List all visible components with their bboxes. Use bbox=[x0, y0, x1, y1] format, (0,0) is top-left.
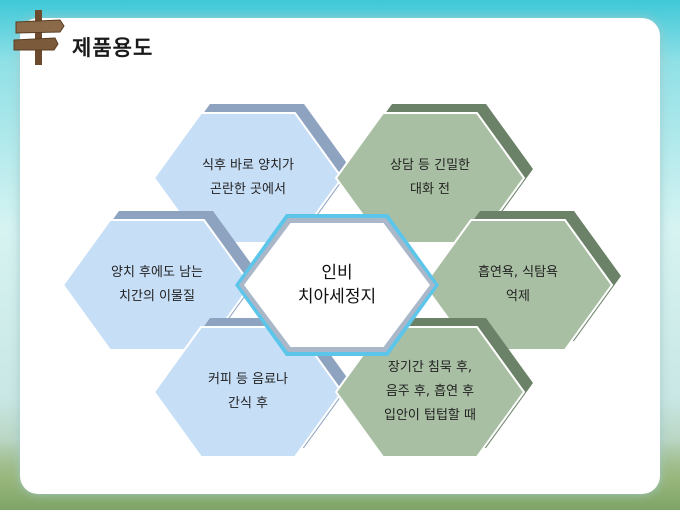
hexagon-bottom-right bbox=[334, 318, 533, 458]
hexagon-label-mid-right-line: 억제 bbox=[506, 289, 530, 304]
slide-title: 제품용도 bbox=[72, 36, 154, 60]
hexagon-label-bottom-left-line: 간식 후 bbox=[227, 396, 268, 411]
hexagon-center-label-line: 인비 bbox=[321, 263, 353, 283]
hexagon-label-bottom-left-line: 커피 등 음료나 bbox=[207, 372, 289, 387]
hexagon-mid-right bbox=[422, 211, 621, 351]
hexagon-label-top-right-line: 대화 전 bbox=[409, 182, 450, 197]
hexagon-layer bbox=[61, 104, 621, 458]
hexagon-mid-left bbox=[61, 211, 260, 351]
hexagon-top-right bbox=[334, 104, 533, 244]
hexagon-label-mid-left-line: 양치 후에도 남는 bbox=[111, 265, 203, 280]
hexagon-label-bottom-right-line: 입안이 텁텁할 때 bbox=[384, 408, 476, 423]
hexagon-label-top-left-line: 식후 바로 양치가 bbox=[202, 158, 294, 173]
hexagon-label-bottom-right-line: 음주 후, 흡연 후 bbox=[385, 384, 475, 399]
hexagon-label-mid-right-line: 흡연욕, 식탐욕 bbox=[477, 265, 559, 280]
hexagon-center-face bbox=[244, 223, 430, 347]
signpost-icon bbox=[13, 10, 65, 65]
hexagon-label-mid-left-line: 치간의 이물질 bbox=[119, 289, 195, 304]
hexagon-label-top-left-line: 곤란한 곳에서 bbox=[210, 182, 286, 197]
hexagon-center-label-line: 치아세정지 bbox=[297, 287, 377, 307]
hexagon-label-bottom-right-line: 장기간 침묵 후, bbox=[387, 360, 473, 375]
hexagon-center bbox=[235, 214, 439, 356]
hexagon-label-top-right-line: 상담 등 긴밀한 bbox=[389, 158, 471, 173]
